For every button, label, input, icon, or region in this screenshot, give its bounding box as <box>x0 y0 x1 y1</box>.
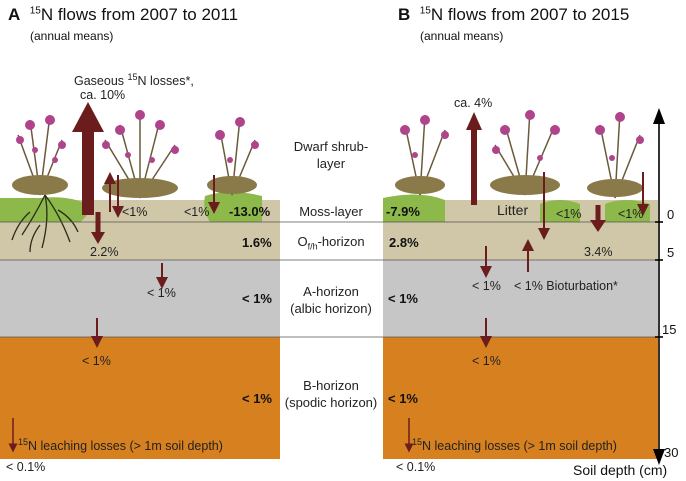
panelB-subtitle: (annual means) <box>420 29 504 43</box>
panelB-moss-patch <box>540 200 580 222</box>
panelB-flow-label: <1% <box>618 207 644 221</box>
panelA-title: A 15N flows from 2007 to 2011 <box>8 6 238 23</box>
panelA-subtitle: (annual means) <box>30 29 114 43</box>
panelA-moss-flow-label: <1% <box>184 205 210 219</box>
panelA-letter: A <box>8 5 21 24</box>
axis-tick-30: 30 <box>664 445 679 460</box>
layer-moss-label: Moss-layer <box>299 204 363 219</box>
panelA-b-flow-label: < 1% <box>82 354 111 368</box>
panelB-oh-value: 2.8% <box>389 235 419 250</box>
panelB-oh-flow-label: 3.4% <box>584 245 613 259</box>
panelA-oh-value: 1.6% <box>242 235 272 250</box>
panelB-litter-label: Litter <box>497 202 529 218</box>
panelB-title: B 15N flows from 2007 to 2015 <box>398 6 629 23</box>
panelA-moss-patch <box>0 197 89 222</box>
layer-a-label: A-horizon (albic horizon) <box>271 283 391 317</box>
panelB-leach-label: 15N leaching losses (> 1m soil depth) <box>412 438 617 453</box>
panelA-b-horizon <box>0 337 280 459</box>
layer-oh-label: Of/h-horizon <box>271 233 391 256</box>
panelB-b-value: < 1% <box>388 391 418 406</box>
panelB-a-flow-label: < 1% <box>472 279 501 293</box>
layer-dwarf-shrub-label: Dwarf shrub- layer <box>271 138 391 172</box>
layer-b-line1: B-horizon <box>303 378 359 393</box>
panelA-gaseous-rest: N losses*, <box>137 74 194 89</box>
panelA-b-value: < 1% <box>242 391 272 406</box>
panelB-a-value: < 1% <box>388 291 418 306</box>
panelA-leach-text: N leaching losses (> 1m soil depth) <box>28 439 223 454</box>
layer-a-line1: A-horizon <box>303 284 359 299</box>
panelA-a-horizon <box>0 260 280 337</box>
layer-a-line2: (albic horizon) <box>290 301 372 316</box>
panelA-roots <box>11 194 79 253</box>
layer-oh-tail: -horizon <box>317 234 365 249</box>
panelB-leach-value: < 0.1% <box>396 460 436 474</box>
layer-b-label: B-horizon (spodic horizon) <box>271 377 391 411</box>
panelB-moss-value: -7.9% <box>386 204 420 219</box>
panelA-moss-value: -13.0% <box>229 204 271 219</box>
panelB-moss-patch <box>383 194 445 222</box>
axis-tick-5: 5 <box>667 245 675 260</box>
panelA-oh-arrowhead <box>91 232 105 244</box>
panelA-shrub-flow-label: <1% <box>122 205 148 219</box>
panelB-gaseous-value: ca. 4% <box>454 96 493 110</box>
panelA-gaseous-sup: 15 <box>127 72 138 82</box>
panelB-leach-text: N leaching losses (> 1m soil depth) <box>422 439 617 454</box>
panelA-a-value: < 1% <box>242 291 272 306</box>
panelB-b-flow-label: < 1% <box>472 354 501 368</box>
panelA-gaseous-value: ca. 10% <box>80 88 126 102</box>
panelA-oh-flow-label: 2.2% <box>90 245 119 259</box>
panelB-title-sup: 15 <box>419 5 431 17</box>
panelA-leach-value: < 0.1% <box>6 460 46 474</box>
layer-dwarf-shrub-line2: layer <box>316 156 346 171</box>
axis-tick-0: 0 <box>667 207 675 222</box>
panelB-a-horizon <box>383 260 658 337</box>
layer-oh-sub: f/h <box>307 241 318 252</box>
layer-oh-main: O <box>297 234 308 249</box>
panelA-title-sup: 15 <box>29 5 41 17</box>
panelB-gaseous-arrowhead <box>466 112 482 130</box>
layer-b-line2: (spodic horizon) <box>284 395 378 410</box>
panelB-leach-sup: 15 <box>412 437 423 447</box>
panelB-flow-label: <1% <box>556 207 582 221</box>
panelB-oh-arrowhead <box>590 220 606 232</box>
soil-depth-axis <box>653 108 665 465</box>
layer-dwarf-shrub-line1: Dwarf shrub- <box>293 139 369 154</box>
panelA-gaseous-label: Gaseous 15N losses*, <box>74 73 194 88</box>
panelB-b-horizon <box>383 337 658 459</box>
panelA-shrubs <box>12 110 259 199</box>
panelB-letter: B <box>398 5 411 24</box>
panelA-leach-sup: 15 <box>18 437 29 447</box>
axis-tick-15: 15 <box>662 322 677 337</box>
panelB-shrubs <box>395 109 644 199</box>
panelB-title-text: N flows from 2007 to 2015 <box>430 5 630 24</box>
panelA-a-flow-label: < 1% <box>147 286 176 300</box>
axis-label: Soil depth (cm) <box>573 462 668 478</box>
panelA-title-text: N flows from 2007 to 2011 <box>40 5 239 24</box>
panelA-gaseous-word: Gaseous <box>74 74 125 89</box>
panelA-moss-patch <box>204 192 262 222</box>
panelB-bioturbation-label: < 1% Bioturbation* <box>514 279 618 293</box>
panelA-gaseous-arrowhead <box>72 102 104 132</box>
panelA-leach-label: 15N leaching losses (> 1m soil depth) <box>18 438 223 453</box>
